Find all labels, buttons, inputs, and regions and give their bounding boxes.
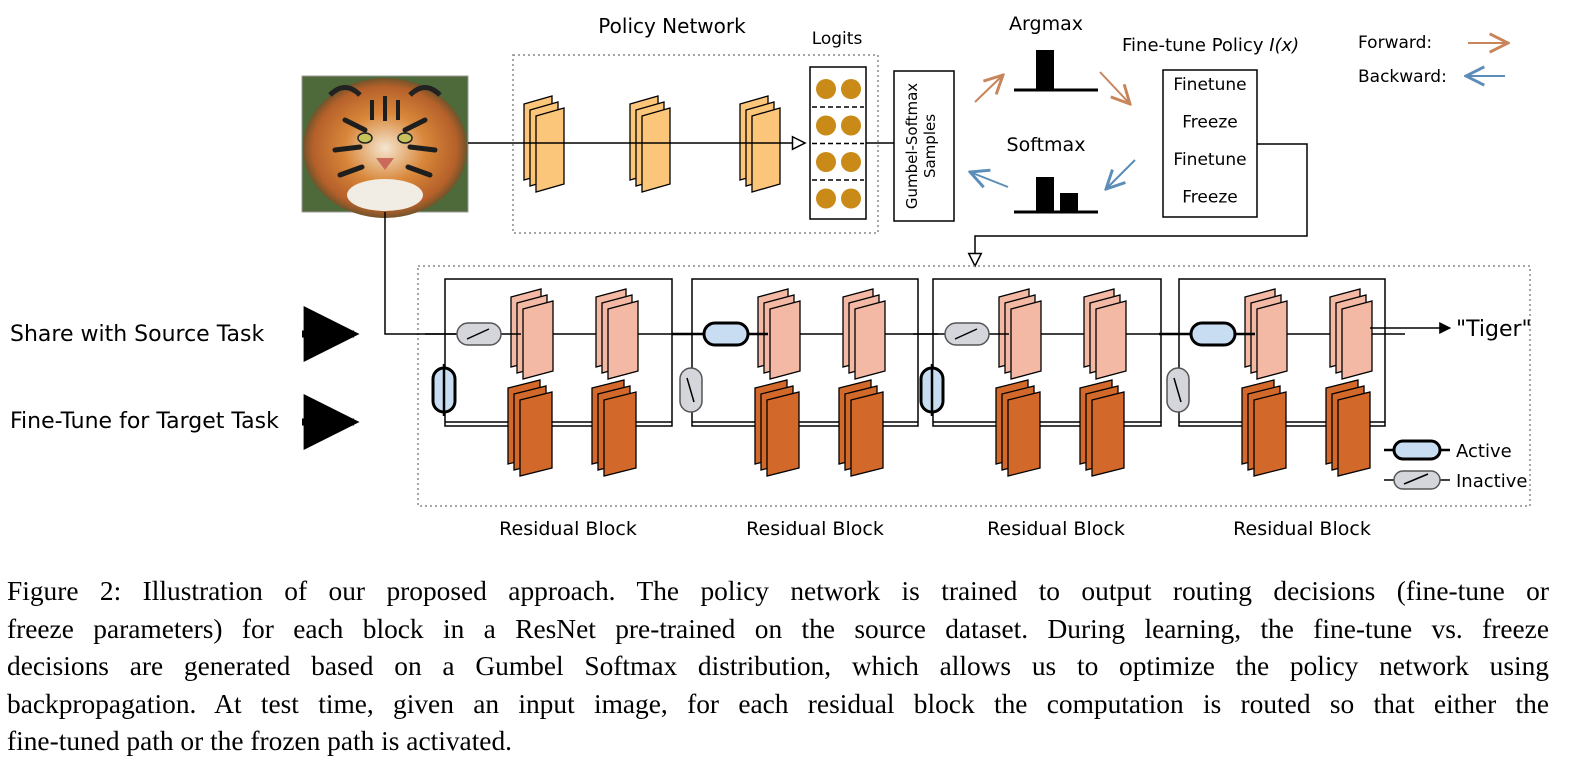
- logit-circle: [816, 115, 836, 136]
- inactive-label: Inactive: [1456, 471, 1527, 492]
- gumbel-label-line1: Gumbel-Softmax: [903, 83, 921, 209]
- softmax-histogram: [1014, 177, 1098, 214]
- target-layer: [838, 379, 884, 477]
- residual-block-4: Residual Block: [1159, 278, 1405, 540]
- policy-item-2: Freeze: [1182, 113, 1237, 133]
- shared-layer: [1329, 288, 1373, 380]
- resnet-box: [417, 265, 1531, 507]
- shared-layer: [842, 288, 886, 380]
- argmax-label: Argmax: [1009, 13, 1083, 35]
- target-layer: [507, 379, 553, 477]
- forward-arrow-2: [1099, 71, 1130, 104]
- residual-block-label: Residual Block: [499, 518, 637, 540]
- legend-forward-label: Forward:: [1358, 33, 1432, 53]
- policy-network-title: Policy Network: [598, 14, 746, 38]
- policy-item-3: Finetune: [1173, 150, 1246, 170]
- logit-circle: [841, 152, 861, 172]
- share-source-label: Share with Source Task: [10, 322, 264, 347]
- logits-label: Logits: [812, 29, 863, 49]
- backward-arrow-1: [1106, 159, 1136, 189]
- policy-network-box: [512, 54, 879, 234]
- target-layer: [591, 379, 637, 477]
- input-image: [301, 75, 469, 218]
- residual-block-label: Residual Block: [1233, 518, 1371, 540]
- policy-item-4: Freeze: [1182, 188, 1237, 208]
- caption-line-5: fine-tuned path or the frozen path is ac…: [7, 726, 513, 756]
- logit-circle: [841, 188, 861, 209]
- residual-block-label: Residual Block: [987, 518, 1125, 540]
- target-layer: [1325, 379, 1371, 477]
- logit-circle: [816, 152, 836, 172]
- method-figure: Policy Network Logits Gumbel-Softmax Sam…: [10, 13, 1532, 540]
- shared-layer: [1083, 288, 1127, 380]
- softmax-label: Softmax: [1007, 134, 1086, 156]
- image-to-resnet-line: [384, 212, 460, 335]
- caption-line-3: decisions are generated based on a Gumbe…: [7, 651, 1549, 681]
- shared-layer: [757, 288, 801, 380]
- shared-layer: [1244, 288, 1288, 380]
- policy-layer-3: [739, 95, 781, 193]
- residual-blocks: Residual Block Residual Block Residual Blo…: [425, 278, 1405, 540]
- policy-layer-1: [523, 95, 565, 193]
- target-layer: [1241, 379, 1287, 477]
- gumbel-samples-box: [893, 70, 955, 222]
- legend-backward-label: Backward:: [1358, 67, 1447, 87]
- residual-block-2: Residual Block: [672, 278, 938, 540]
- target-layer: [995, 379, 1041, 477]
- shared-layer: [998, 288, 1042, 380]
- policy-item-1: Finetune: [1173, 75, 1246, 95]
- gumbel-label-line2: Samples: [921, 114, 939, 178]
- logit-values: [812, 79, 864, 209]
- logit-circle: [816, 79, 836, 99]
- finetune-policy-box: [1162, 69, 1258, 218]
- shared-layer: [595, 288, 639, 380]
- active-switch: [1189, 321, 1237, 347]
- policy-layers: [523, 95, 781, 193]
- output-label: "Tiger": [1456, 317, 1532, 342]
- residual-block-1: Residual Block: [425, 278, 692, 540]
- caption-line-1: Figure 2: Illustration of our proposed a…: [7, 576, 1549, 606]
- finetune-target-label: Fine-Tune for Target Task: [10, 409, 279, 434]
- active-legend: Active: [1384, 439, 1512, 462]
- residual-block-3: Residual Block: [913, 278, 1181, 540]
- figure-caption: Figure 2: Illustration of our proposed a…: [7, 573, 1549, 761]
- policy-routing-line: [975, 143, 1308, 266]
- finetune-policy-label: Fine-tune Policy I(x): [1122, 35, 1299, 56]
- residual-block-label: Residual Block: [746, 518, 884, 540]
- policy-layer-2: [629, 95, 671, 193]
- logit-circle: [816, 188, 836, 209]
- target-layer: [754, 379, 800, 477]
- target-layer: [1079, 379, 1125, 477]
- active-switch: [702, 321, 750, 347]
- forward-arrow-1: [974, 75, 1003, 103]
- active-label: Active: [1456, 441, 1512, 462]
- backward-arrow-2: [970, 172, 1009, 187]
- inactive-legend: Inactive: [1384, 470, 1527, 492]
- caption-line-4: backpropagation. At test time, given an …: [7, 688, 1549, 719]
- logit-circle: [841, 79, 861, 99]
- shared-layer: [510, 288, 554, 380]
- argmax-histogram: [1014, 50, 1098, 92]
- caption-line-2: freeze parameters) for each block in a R…: [7, 613, 1549, 644]
- logit-circle: [841, 115, 861, 136]
